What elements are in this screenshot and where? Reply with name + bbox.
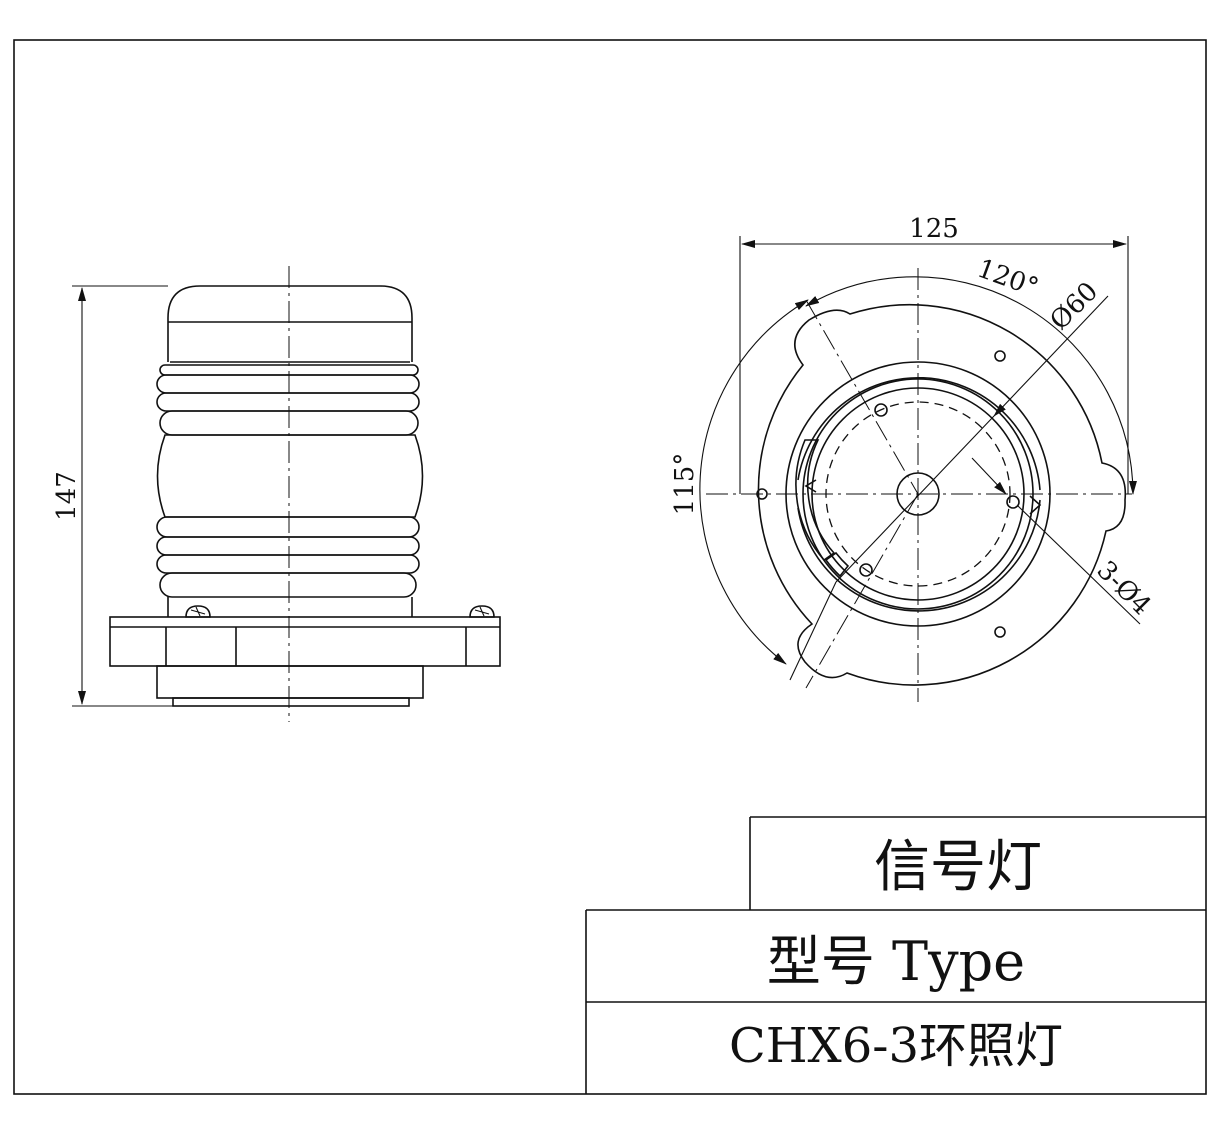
drawing-border (13, 39, 1207, 1095)
top-view (699, 236, 1141, 702)
title-block-name: 信号灯 (874, 835, 1042, 900)
angle-top-label: 120° (973, 254, 1042, 304)
diameter-label: Ø60 (1045, 277, 1105, 337)
title-block-type-label: 型号 Type (767, 930, 1025, 993)
height-dimension-label: 147 (52, 471, 82, 521)
holes-label: 3-Ø4 (1091, 555, 1157, 621)
width-dimension-label: 125 (909, 214, 959, 244)
side-view (72, 266, 501, 722)
angle-left-label: 115° (670, 453, 700, 516)
title-block-model: CHX6-3环照灯 (729, 1018, 1063, 1074)
title-block (585, 816, 1206, 1094)
